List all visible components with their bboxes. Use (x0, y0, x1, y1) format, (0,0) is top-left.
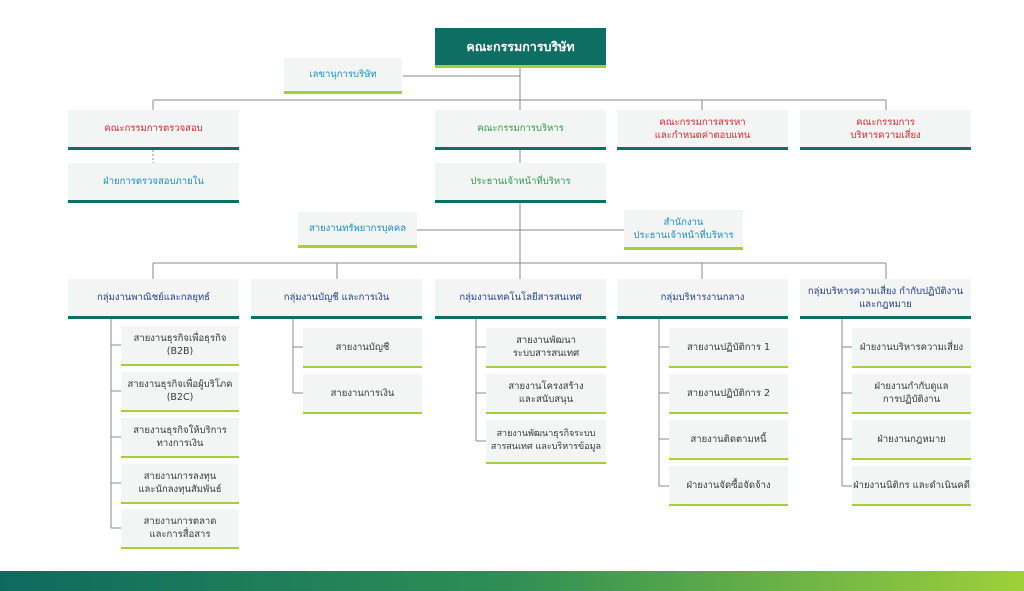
group-risk-compliance-legal: กลุ่มบริหารความเสี่ยง กำกับปฏิบัติงาน แล… (800, 279, 971, 319)
board-of-directors-box: คณะกรรมการบริษัท (435, 28, 606, 68)
unit-marketing-communications: สายงานการตลาด และการสื่อสาร (121, 509, 239, 549)
unit-debt-collection: สายงานติดตามหนี้ (669, 420, 788, 460)
group-information-technology: กลุ่มงานเทคโนโลยีสารสนเทศ (435, 279, 606, 319)
internal-audit-box: ฝ่ายการตรวจสอบภายใน (68, 163, 239, 203)
unit-procurement: ฝ่ายงานจัดซื้อจัดจ้าง (669, 466, 788, 506)
risk-committee-box: คณะกรรมการ บริหารความเสี่ยง (800, 110, 971, 150)
unit-litigation: ฝ่ายงานนิติกร และดำเนินคดี (852, 466, 971, 506)
unit-operations-2: สายงานปฏิบัติการ 2 (669, 374, 788, 414)
unit-infrastructure-support: สายงานโครงสร้าง และสนับสนุน (486, 374, 606, 414)
unit-finance: สายงานการเงิน (303, 374, 422, 414)
company-secretary-box: เลขานุการบริษัท (284, 58, 402, 94)
unit-risk-management: ฝ่ายงานบริหารความเสี่ยง (852, 328, 971, 368)
unit-b2b: สายงานธุรกิจเพื่อธุรกิจ (B2B) (121, 326, 239, 366)
unit-legal: ฝ่ายงานกฎหมาย (852, 420, 971, 460)
ceo-office-box: สำนักงาน ประธานเจ้าหน้าที่บริหาร (624, 210, 743, 250)
group-commercial-strategy: กลุ่มงานพาณิชย์และกลยุทธ์ (68, 279, 239, 319)
unit-compliance: ฝ่ายงานกำกับดูแล การปฏิบัติงาน (852, 374, 971, 414)
group-accounting-finance: กลุ่มงานบัญชี และการเงิน (251, 279, 422, 319)
unit-investment-ir: สายงานการลงทุน และนักลงทุนสัมพันธ์ (121, 464, 239, 504)
footer-gradient-bar (0, 571, 1024, 591)
unit-accounting: สายงานบัญชี (303, 328, 422, 368)
unit-financial-services: สายงานธุรกิจให้บริการ ทางการเงิน (121, 418, 239, 458)
unit-b2c: สายงานธุรกิจเพื่อผู้บริโภค (B2C) (121, 372, 239, 412)
nomination-committee-box: คณะกรรมการสรรหา และกำหนดค่าตอบแทน (617, 110, 788, 150)
group-central-administration: กลุ่มบริหารงานกลาง (617, 279, 788, 319)
ceo-box: ประธานเจ้าหน้าที่บริหาร (435, 163, 606, 203)
audit-committee-box: คณะกรรมการตรวจสอบ (68, 110, 239, 150)
unit-information-system-development: สายงานพัฒนา ระบบสารสนเทศ (486, 328, 606, 368)
unit-operations-1: สายงานปฏิบัติการ 1 (669, 328, 788, 368)
executive-committee-box: คณะกรรมการบริหาร (435, 110, 606, 150)
unit-it-business-data-management: สายงานพัฒนาธุรกิจระบบ สารสนเทศ และบริหาร… (486, 420, 606, 464)
hr-department-box: สายงานทรัพยากรบุคคล (298, 212, 417, 248)
